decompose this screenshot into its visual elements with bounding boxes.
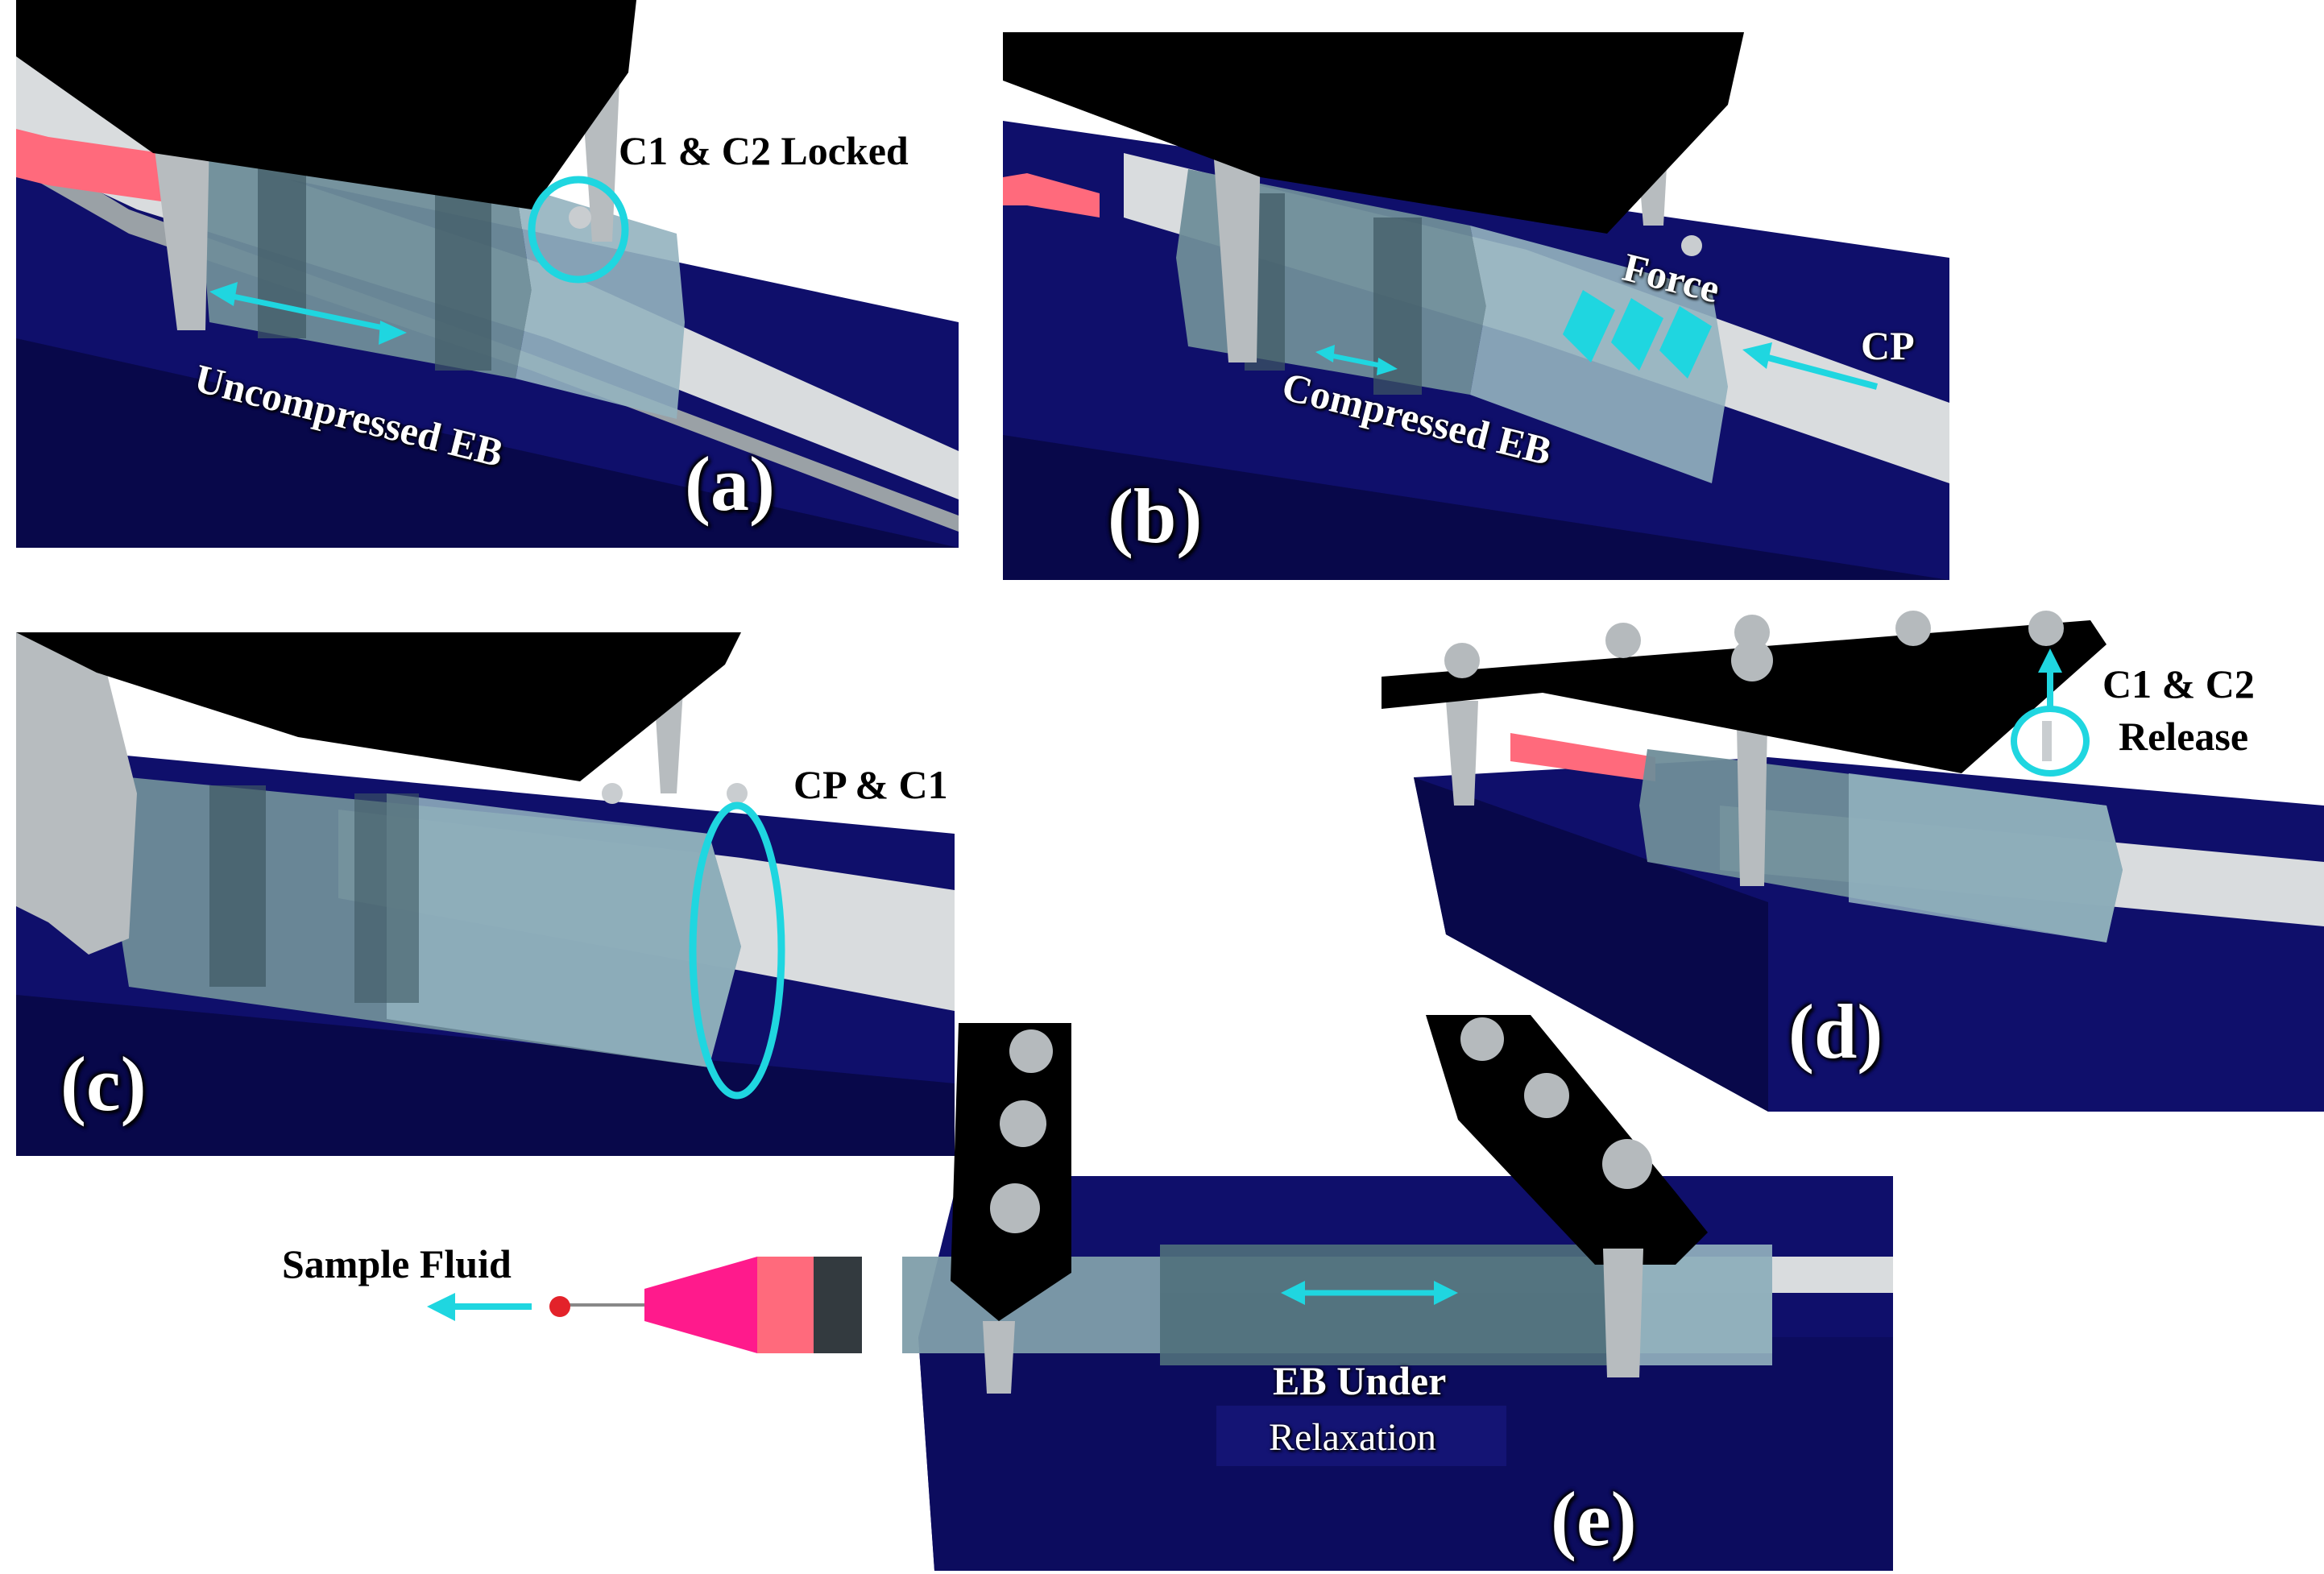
relaxation-label: Relaxation — [1269, 1416, 1436, 1459]
base-shadow — [16, 338, 959, 548]
bracket-post — [983, 1321, 1015, 1394]
bracket-post — [1736, 685, 1768, 886]
arrow-head — [209, 282, 238, 306]
lock-highlight — [689, 801, 785, 1100]
panel-e-illustration — [427, 1015, 1893, 1571]
plunger-label: CP — [1861, 323, 1915, 368]
syringe-body — [1510, 733, 1655, 781]
panel-letter-b: (b) — [1108, 473, 1203, 559]
panel-c: CP & C1 Locked (c) — [16, 632, 955, 1156]
bellows-band — [209, 785, 266, 987]
bracket-screw — [2028, 611, 2064, 646]
panel-b: Force CP Compressed EB (b) — [1003, 32, 1949, 580]
arrow-head — [1315, 345, 1335, 362]
clamps-locked-label: C1 & C2 Locked — [619, 128, 909, 173]
bracket-screw — [1731, 640, 1773, 681]
arrow-head — [427, 1293, 455, 1321]
bracket-screw — [990, 1183, 1040, 1233]
syringe-body — [16, 129, 161, 201]
bracket — [1382, 620, 2107, 773]
clamp-screw — [569, 206, 591, 229]
arrow-head — [1377, 358, 1398, 375]
cp-c1-locked-label: CP & C1 Locked — [793, 762, 955, 807]
clamp-screw — [1681, 235, 1702, 256]
eb-under-label: EB Under — [1273, 1358, 1447, 1403]
arrow-head — [1434, 1281, 1458, 1305]
force-chevron — [1563, 290, 1615, 362]
panel-a-illustration — [16, 0, 959, 548]
bracket-screw — [1602, 1139, 1652, 1189]
panel-d-illustration — [1382, 611, 2324, 1112]
base-shadow — [16, 995, 955, 1156]
left-bracket — [951, 1023, 1071, 1321]
bracket-post — [1212, 137, 1261, 362]
base-side — [1414, 777, 1768, 1112]
force-chevron — [1659, 306, 1712, 379]
panel-letter-e: (e) — [1551, 1476, 1637, 1562]
bracket-screw — [1000, 1100, 1046, 1147]
clamp-screw — [602, 783, 623, 804]
panel-letter-d: (d) — [1788, 988, 1883, 1075]
bracket-post — [1603, 1249, 1643, 1377]
outer-cylinder — [1849, 773, 2123, 942]
bellows-band — [354, 793, 419, 1003]
syringe-barrel — [757, 1257, 822, 1353]
right-bracket — [1426, 1015, 1708, 1265]
bellows-band — [435, 169, 491, 371]
sample-droplet — [549, 1296, 570, 1317]
bracket-screw — [1895, 611, 1931, 646]
bracket-screw — [1444, 643, 1480, 678]
release-label-line2: Release — [2119, 714, 2249, 759]
clamp-highlight — [528, 176, 629, 284]
panel-d: C1 & C2 Release (d) — [1382, 596, 2324, 1112]
bracket-screw — [1460, 1017, 1504, 1061]
release-label-line1: C1 & C2 — [2102, 661, 2255, 706]
panel-c-illustration — [16, 632, 955, 1156]
syringe-ring — [814, 1257, 862, 1353]
outer-cylinder — [516, 185, 685, 419]
panel-e: Sample Fluid EB Under Relaxation (e) — [274, 1015, 1893, 1571]
arrow-head — [1281, 1281, 1305, 1305]
guide-rod-shadow — [16, 141, 959, 532]
panel-letter-a: (a) — [685, 441, 775, 527]
bracket — [1003, 32, 1744, 234]
bellows-body — [1160, 1245, 1611, 1365]
bracket-screw — [1009, 1029, 1053, 1073]
bracket-post — [153, 137, 209, 330]
force-chevron — [1611, 298, 1663, 371]
outer-cylinder — [387, 793, 741, 1067]
panel-b-illustration — [1003, 32, 1949, 580]
length-arrow — [221, 291, 396, 333]
bracket — [16, 0, 636, 209]
bracket-screw — [1605, 623, 1641, 658]
syringe-body — [1003, 173, 1100, 217]
plunger-arrow — [1754, 351, 1879, 390]
length-arrow — [1324, 352, 1386, 369]
sample-fluid-label: Sample Fluid — [282, 1241, 512, 1286]
bracket-screw — [1524, 1073, 1569, 1118]
arrow-head — [379, 321, 407, 345]
bracket-post — [1446, 701, 1478, 806]
panel-a: C1 & C2 Locked Uncompressed EB (a) — [16, 0, 959, 548]
needle-hub — [644, 1257, 757, 1353]
clamp-screw — [727, 783, 748, 804]
base-shadow — [1003, 435, 1949, 580]
bracket-screw — [1734, 615, 1770, 650]
outer-cylinder — [1470, 226, 1728, 483]
bracket — [16, 632, 741, 781]
bracket-post — [16, 632, 137, 955]
arrow-head — [2038, 648, 2062, 673]
clamp-screw — [2042, 721, 2052, 761]
relaxation-label-box — [1216, 1406, 1506, 1466]
panel-letter-c: (c) — [60, 1041, 147, 1127]
arrow-head — [1742, 342, 1772, 369]
